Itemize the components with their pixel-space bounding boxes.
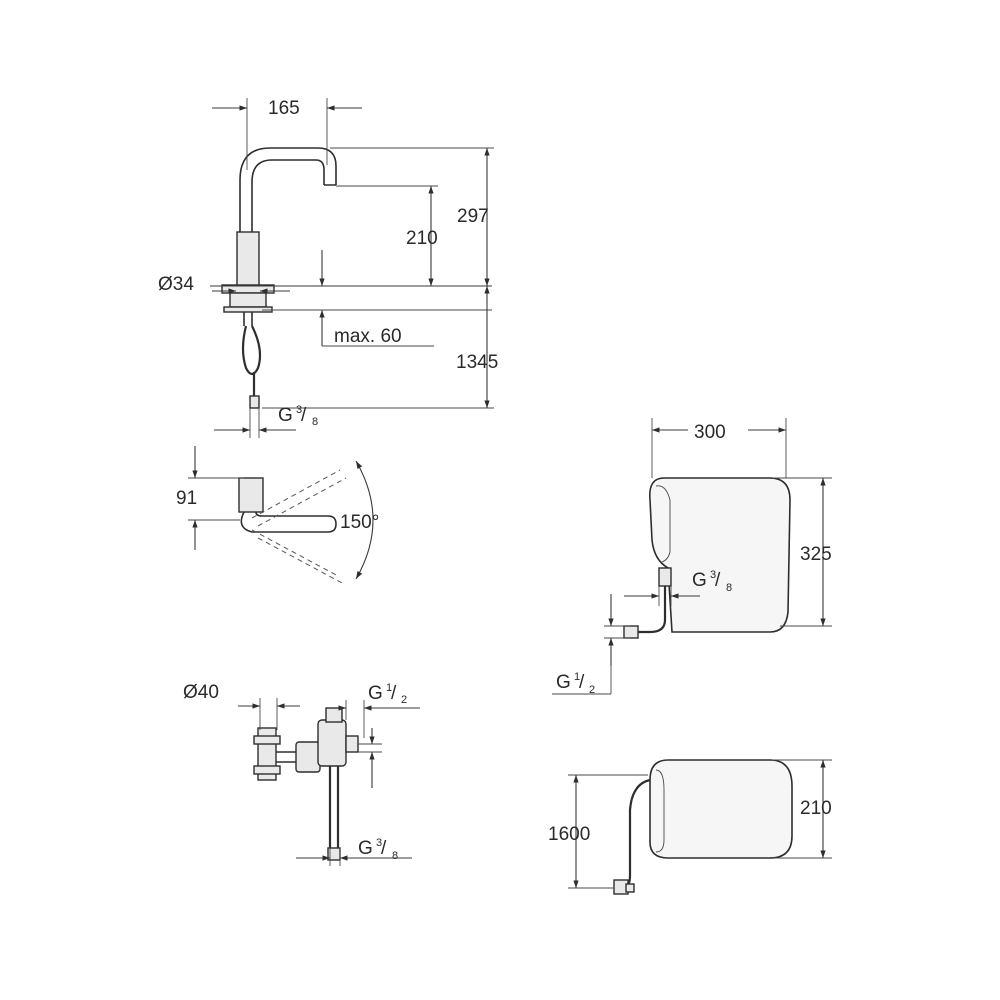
faucet-front-view: 165 297 210 Ø34 max. 60 1345 G 3 / 8: [158, 98, 498, 438]
svg-text:8: 8: [726, 582, 732, 594]
faucet-top-view: 150° 91: [176, 446, 379, 585]
thread-g-1-2-valve: G 1 / 2: [368, 682, 407, 706]
svg-text:/: /: [715, 570, 721, 591]
svg-text:G: G: [556, 672, 571, 693]
dim-height-297: 297: [457, 206, 489, 227]
svg-text:/: /: [301, 405, 307, 426]
dim-depth-210: 210: [800, 798, 832, 819]
svg-text:3: 3: [710, 569, 716, 581]
thread-g-3-8-faucet: G 3 / 8: [278, 404, 318, 428]
thread-g-3-8-valve: G 3 / 8: [358, 837, 398, 862]
faucet-spout: [239, 147, 337, 232]
dim-angle-150: 150°: [340, 512, 379, 533]
control-box-cable: [623, 778, 651, 890]
faucet-top-spout: [240, 511, 337, 533]
dim-width-300: 300: [694, 422, 726, 443]
control-box-side-body: [649, 759, 793, 859]
svg-text:2: 2: [589, 684, 595, 696]
svg-text:/: /: [381, 838, 387, 859]
dim-height-210: 210: [406, 228, 438, 249]
thread-g-3-8-box: G 3 / 8: [692, 569, 732, 594]
faucet-hose: [241, 325, 262, 376]
svg-text:8: 8: [312, 416, 318, 428]
dim-depth-91: 91: [176, 488, 197, 509]
dim-length-1600: 1600: [548, 824, 590, 845]
angle-arc-150: [355, 460, 374, 580]
dim-max-60: max. 60: [334, 326, 402, 347]
svg-text:3: 3: [296, 404, 302, 416]
thread-g-1-2-box: G 1 / 2: [556, 671, 595, 696]
svg-text:G: G: [368, 683, 383, 704]
svg-text:G: G: [278, 405, 293, 426]
svg-text:1: 1: [386, 682, 392, 694]
valve-body: [317, 719, 347, 767]
svg-text:8: 8: [392, 850, 398, 862]
valve-assembly: Ø40 G 1 / 2 G 3 / 8: [183, 682, 420, 866]
svg-text:G: G: [358, 838, 373, 859]
faucet-body: [236, 231, 260, 287]
faucet-top-body: [238, 477, 264, 513]
control-box-front-view: 300 325 G 3 / 8 G 1 / 2: [552, 418, 832, 696]
svg-text:1: 1: [574, 671, 580, 683]
control-box-side-view: 1600 210: [548, 759, 832, 895]
svg-text:G: G: [692, 570, 707, 591]
dim-diameter-34: Ø34: [158, 274, 194, 295]
svg-text:2: 2: [401, 694, 407, 706]
control-box-front-body: [648, 477, 791, 633]
svg-text:/: /: [391, 683, 397, 704]
dim-height-325: 325: [800, 544, 832, 565]
svg-text:/: /: [579, 672, 585, 693]
dim-width-165: 165: [268, 98, 300, 119]
svg-text:3: 3: [376, 837, 382, 849]
dim-length-1345: 1345: [456, 352, 498, 373]
dim-diameter-40: Ø40: [183, 682, 219, 703]
